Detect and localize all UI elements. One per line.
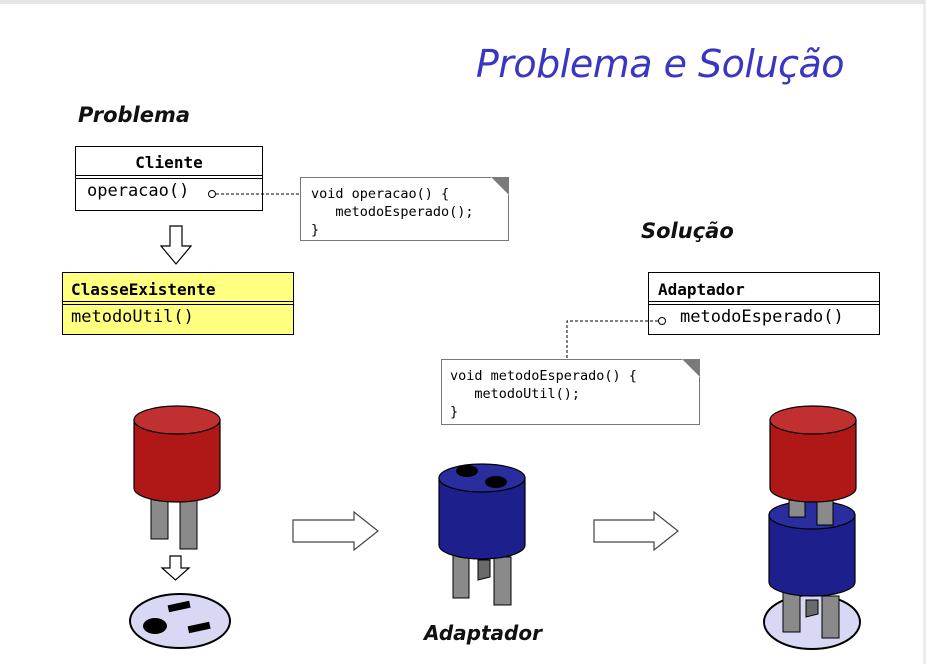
assembled-plug-icon [763, 405, 861, 650]
adapter-class-name: Adaptador [649, 273, 879, 305]
note-fold-corner [682, 359, 700, 377]
note-fold-corner [491, 177, 509, 195]
note-line: } [311, 222, 320, 238]
right-arrow-icon [292, 510, 379, 552]
adapter-note-connector [566, 317, 666, 359]
adapter-class-box: Adaptador metodoEsperado() [648, 272, 880, 335]
down-arrow-icon [159, 225, 193, 265]
adapter-operation: metodoEsperado() [680, 307, 844, 327]
adapter-caption: Adaptador [424, 621, 542, 645]
client-class-box: Cliente operacao() [75, 146, 263, 211]
blue-adapter-icon [438, 463, 526, 606]
note-line: void metodoEsperado() { [450, 368, 637, 384]
note-line: metodoUtil(); [450, 386, 581, 402]
note-line: metodoEsperado(); [311, 204, 474, 220]
down-arrow-icon [160, 555, 191, 581]
problem-label: Problema [78, 103, 191, 127]
client-operation: operacao() [87, 181, 190, 201]
client-class-name: Cliente [76, 147, 262, 179]
client-code-note: void operacao() { metodoEsperado(); } [300, 177, 509, 241]
existing-operation: metodoUtil() [71, 307, 194, 327]
red-plug-icon [133, 405, 221, 550]
socket-icon [129, 593, 231, 649]
existing-class-name: ClasseExistente [63, 273, 293, 305]
adapter-code-note: void metodoEsperado() { metodoUtil(); } [441, 359, 700, 425]
existing-class-box: ClasseExistente metodoUtil() [62, 272, 294, 335]
slide-title: Problema e Solução [475, 42, 845, 86]
solution-label: Solução [641, 219, 734, 243]
note-line: } [450, 404, 459, 420]
right-arrow-icon [593, 510, 679, 552]
client-note-connector [208, 190, 300, 198]
note-line: void operacao() { [311, 186, 450, 202]
